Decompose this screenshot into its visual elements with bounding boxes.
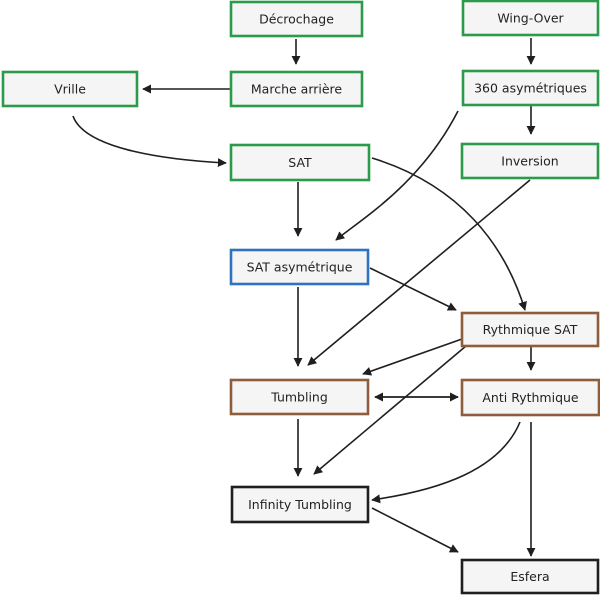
edge-sat-asymetrique-to-rythmique-sat (369, 267, 457, 311)
node-esfera: Esfera (460, 558, 600, 595)
node-tumbling: Tumbling (229, 378, 370, 416)
edge-inversion-to-tumbling (307, 179, 531, 366)
node-label-vrille: Vrille (54, 82, 86, 97)
node-label-esfera: Esfera (510, 569, 549, 584)
node-vrille: Vrille (1, 70, 139, 108)
node-label-decrochage: Décrochage (259, 12, 334, 27)
node-label-tumbling: Tumbling (270, 390, 328, 405)
edge-sat-to-rythmique-sat (371, 157, 527, 311)
edges (72, 38, 536, 557)
node-infinity-tumbling: Infinity Tumbling (230, 485, 370, 524)
node-sat: SAT (229, 143, 371, 182)
edge-360-asymetriques-to-sat-asymetrique (335, 110, 459, 241)
edge-rythmique-sat-to-infinity-tumbling (313, 345, 467, 475)
edge-infinity-tumbling-to-esfera (371, 507, 459, 553)
node-label-sat: SAT (288, 155, 312, 170)
node-label-anti-rythmique: Anti Rythmique (482, 390, 579, 405)
edge-anti-rythmique-to-infinity-tumbling (371, 421, 521, 504)
node-inversion: Inversion (460, 142, 600, 180)
node-label-360-asymetriques: 360 asymétriques (474, 81, 587, 96)
node-360-asymetriques: 360 asymétriques (461, 69, 600, 107)
node-label-sat-asymetrique: SAT asymétrique (247, 260, 353, 275)
node-label-infinity-tumbling: Infinity Tumbling (248, 497, 352, 512)
edge-rythmique-sat-to-tumbling (362, 338, 463, 376)
node-wing-over: Wing-Over (461, 0, 600, 37)
edge-vrille-to-sat (72, 115, 227, 168)
node-anti-rythmique: Anti Rythmique (460, 378, 600, 417)
node-label-inversion: Inversion (501, 154, 558, 169)
node-decrochage: Décrochage (229, 0, 364, 38)
node-rythmique-sat: Rythmique SAT (460, 311, 600, 348)
node-marche-arriere: Marche arrière (229, 70, 364, 108)
node-sat-asymetrique: SAT asymétrique (229, 248, 370, 286)
node-label-rythmique-sat: Rythmique SAT (483, 322, 578, 337)
node-label-wing-over: Wing-Over (497, 11, 564, 26)
node-label-marche-arriere: Marche arrière (251, 82, 343, 97)
